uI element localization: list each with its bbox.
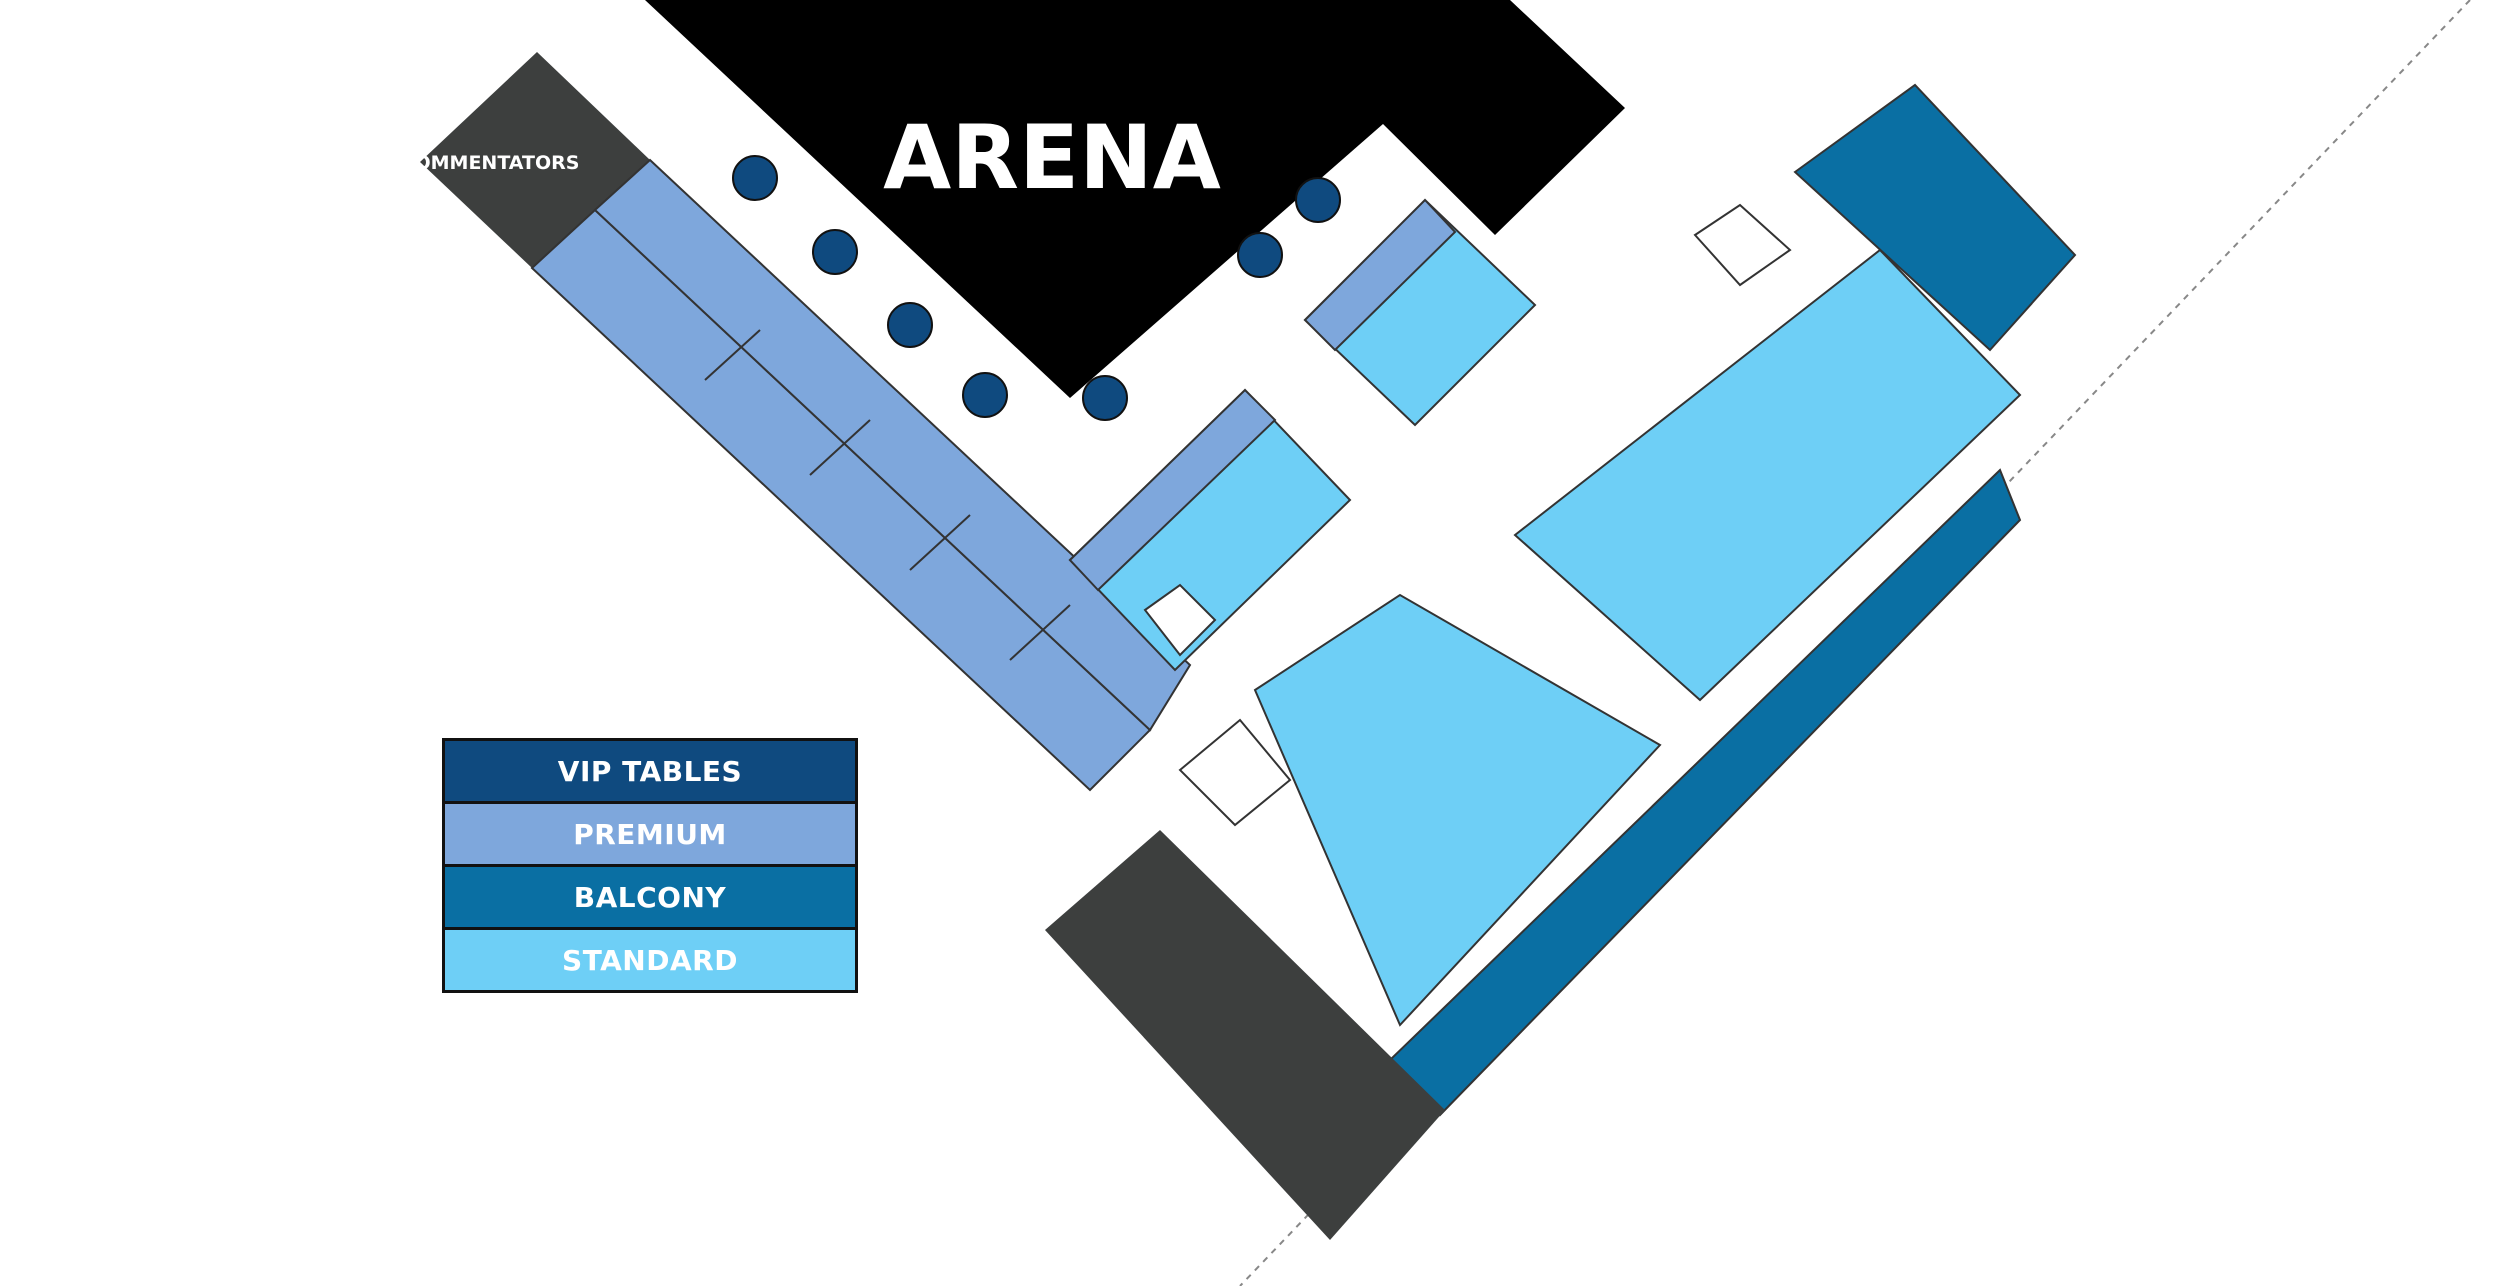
legend-standard: STANDARD [445, 930, 855, 990]
standard-section-lower[interactable] [1253, 593, 1662, 1027]
legend-premium: PREMIUM [445, 804, 855, 867]
vip-table-icon [1295, 177, 1341, 223]
stairs-icon [1143, 203, 1792, 827]
balcony-section-top-right[interactable] [1793, 83, 2077, 352]
arena-label: ARENA [883, 106, 1221, 209]
premium-section-left[interactable] [530, 158, 1192, 792]
legend-vip: VIP TABLES [445, 741, 855, 804]
vip-table-icon [812, 229, 858, 275]
commentators-label: COMMENTATORS [401, 152, 580, 174]
vip-table-icon [732, 155, 778, 201]
legend: VIP TABLES PREMIUM BALCONY STANDARD [442, 738, 858, 993]
premium-section-top-middle[interactable] [1303, 198, 1457, 352]
premium-section-mid-left[interactable] [1068, 388, 1277, 592]
vip-tables[interactable] [732, 155, 1341, 421]
arena-block [645, 0, 1625, 398]
legend-balcony: BALCONY [445, 867, 855, 930]
commentators-box [420, 52, 650, 268]
vip-table-icon [1237, 232, 1283, 278]
vip-table-icon [887, 302, 933, 348]
vip-table-icon [1082, 375, 1128, 421]
structure-lower [1045, 830, 1445, 1240]
standard-section-right[interactable] [1513, 248, 2022, 702]
vip-table-icon [962, 372, 1008, 418]
